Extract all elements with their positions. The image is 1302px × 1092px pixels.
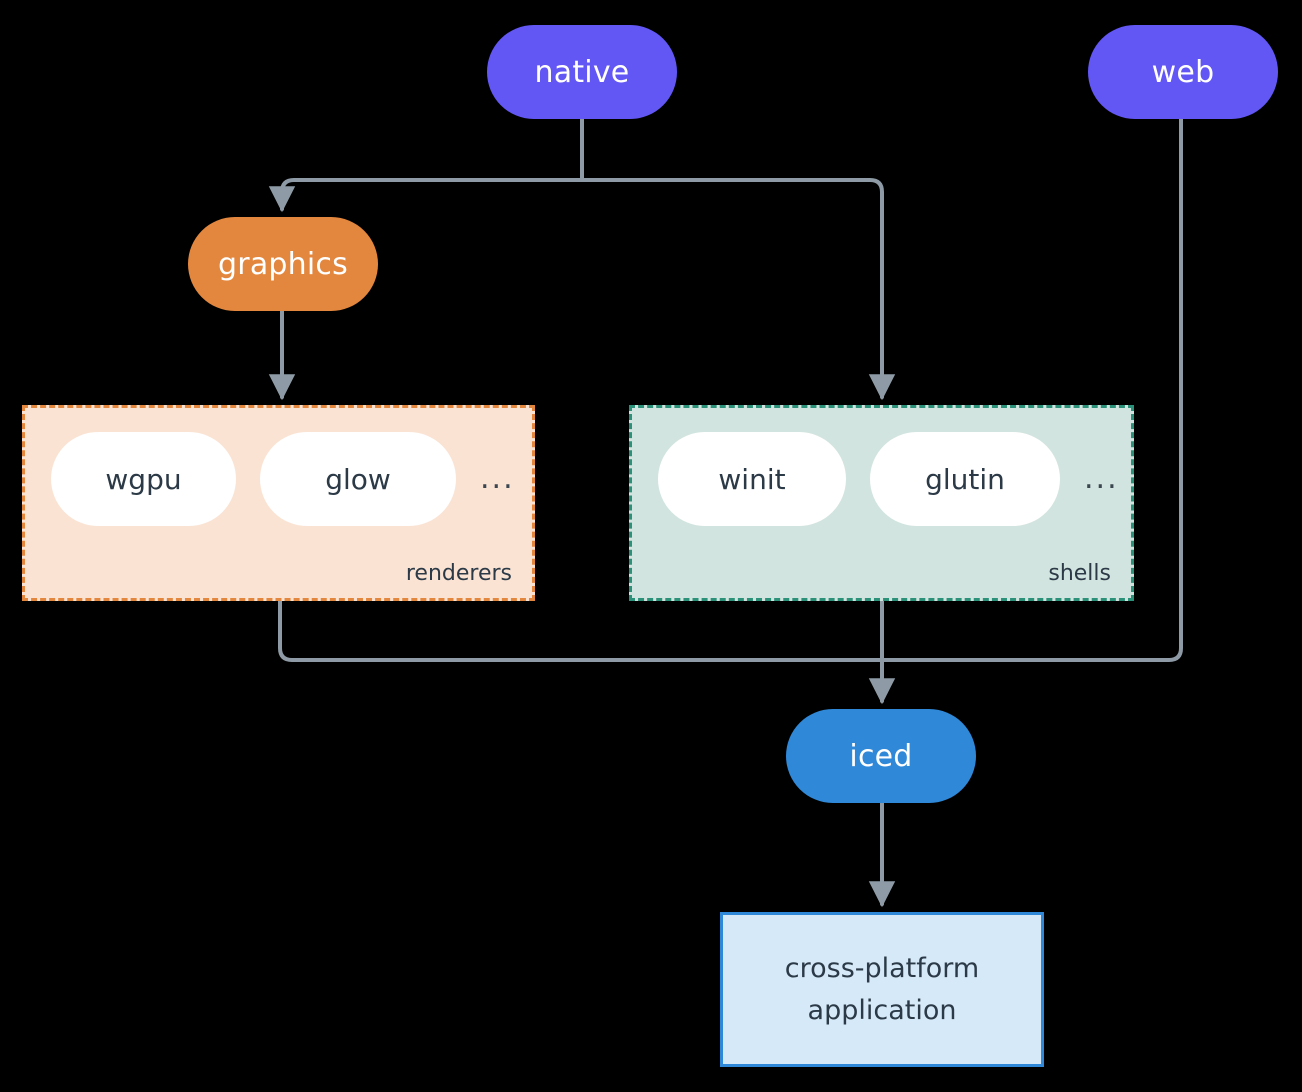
node-application-line1: cross-platform — [784, 952, 980, 984]
node-winit-label: winit — [718, 462, 786, 496]
node-glow[interactable]: glow — [260, 432, 456, 526]
node-wgpu-label: wgpu — [105, 462, 182, 496]
group-shells-items: winit glutin ... — [632, 408, 1131, 598]
node-glutin-label: glutin — [925, 462, 1005, 496]
node-application-line2: application — [807, 994, 957, 1026]
node-web-label: web — [1151, 54, 1215, 90]
edge-native-to-graphics — [268, 178, 584, 213]
group-shells: winit glutin ... shells — [629, 405, 1134, 601]
group-shells-label: shells — [1048, 561, 1111, 586]
node-wgpu[interactable]: wgpu — [51, 432, 236, 526]
node-winit[interactable]: winit — [658, 432, 846, 526]
edge-native-to-shells — [580, 178, 896, 401]
node-graphics-label: graphics — [218, 246, 348, 282]
node-iced[interactable]: iced — [786, 709, 976, 803]
node-application[interactable]: cross-platform application — [720, 912, 1044, 1067]
node-glow-label: glow — [325, 462, 391, 496]
shells-overflow-ellipsis: ... — [1084, 461, 1119, 496]
node-iced-label: iced — [849, 738, 913, 774]
node-graphics[interactable]: graphics — [188, 217, 378, 311]
group-renderers-items: wgpu glow ... — [25, 408, 532, 598]
group-renderers: wgpu glow ... renderers — [22, 405, 535, 601]
node-native[interactable]: native — [487, 25, 677, 119]
node-native-label: native — [534, 54, 630, 90]
group-renderers-label: renderers — [405, 561, 512, 586]
edge-renderers-to-iced — [278, 599, 884, 662]
renderers-overflow-ellipsis: ... — [480, 461, 515, 496]
node-glutin[interactable]: glutin — [870, 432, 1060, 526]
node-web[interactable]: web — [1088, 25, 1278, 119]
